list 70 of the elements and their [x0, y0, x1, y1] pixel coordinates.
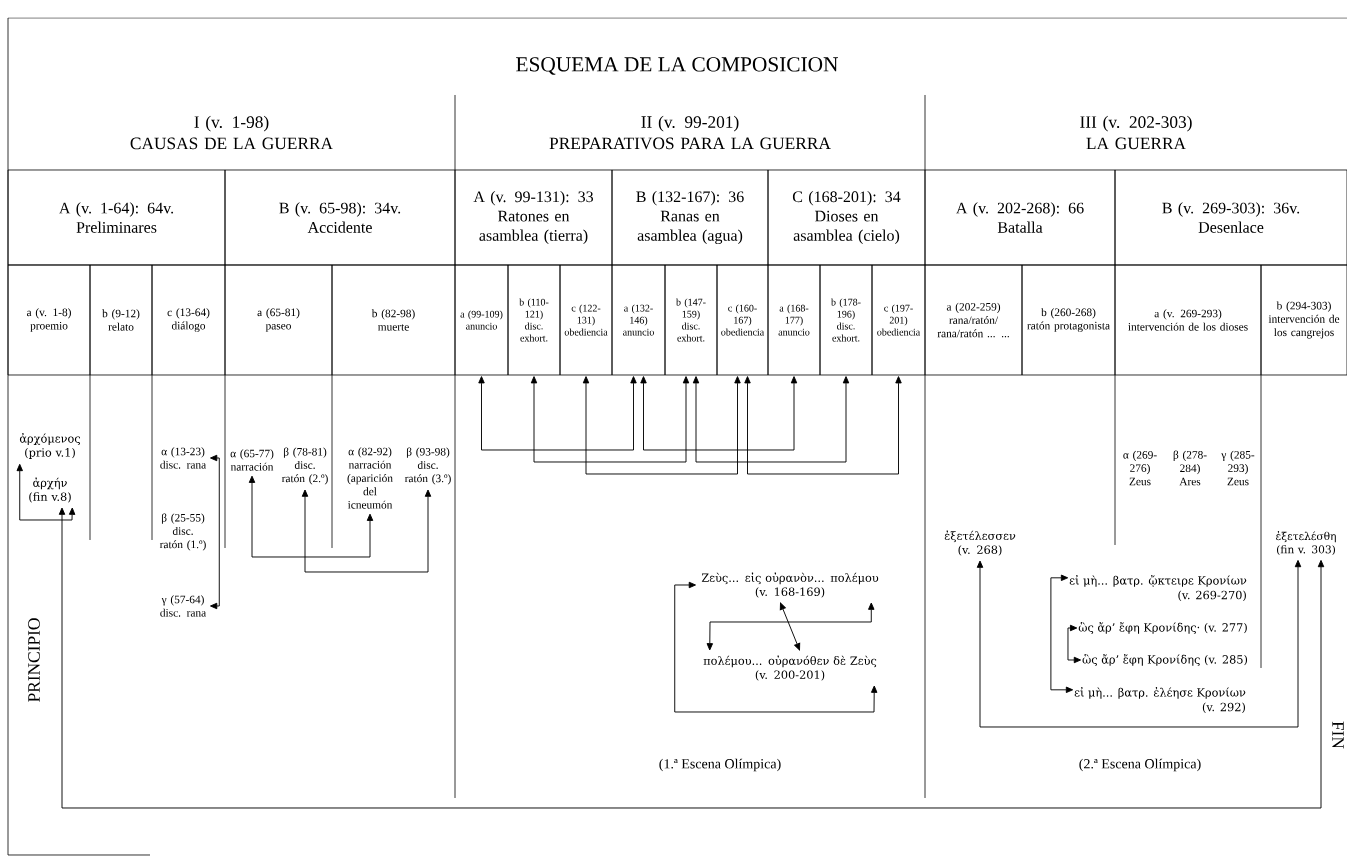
subsection-label: γ (285-293) Zeus [1221, 450, 1255, 486]
title: ESQUEMA DE LA COMPOSICION [516, 57, 838, 75]
greek-quotation: ὣς ἄρ’ ἔφη Κρονίδης· (v. 277) [1078, 622, 1247, 634]
connector-arrow [301, 489, 432, 573]
subsection-label: β (78-81) disc. ratón (2.º) [281, 447, 328, 485]
subsection-label: α (65-77) narración [230, 449, 274, 471]
table-cell: c (197-201) obediencia [871, 264, 926, 376]
table-cell: c (160-167) obediencia [716, 264, 769, 376]
connector-arrow [16, 463, 76, 521]
table-cell: a (168-177) anuncio [767, 264, 821, 376]
table-cell: c (13-64) diálogo [151, 264, 226, 376]
greek-quotation: εἰ μὴ... βατρ. ἐλέησε Κρονίων (v. 292) [1074, 687, 1246, 713]
table-cell: A (v. 202-268): 66 Batalla [924, 169, 1116, 266]
table-cell: B (132-167): 36 Ranas en asamblea (agua) [611, 169, 769, 266]
greek-quotation: ἀρχόμενος (prio v.1) [19, 433, 80, 459]
table-cell: A (v. 99-131): 33 Ratones en asamblea (tierra) [454, 169, 613, 266]
connector-arrow [248, 475, 374, 558]
subsection-label: β (93-98) disc. ratón (3.º) [404, 447, 451, 485]
connector-arrow [478, 376, 637, 451]
table-cell: a (202-259) rana/ratón/ rana/ratón ... ... [924, 264, 1023, 376]
connector-arrow [530, 376, 690, 463]
connector-arrow [1050, 574, 1074, 694]
table-cell: b (147-159) disc. exhort. [664, 264, 718, 376]
scene-caption: (2.ª Escena Olímpica) [1079, 758, 1201, 772]
connector-arrow [582, 376, 741, 475]
table-cell: b (178-196) disc. exhort. [819, 264, 873, 376]
subsection-label: α (269-276) Zeus [1123, 450, 1157, 486]
table-cell: A (v. 1-64): 64v. Preliminares [7, 169, 226, 266]
table-cell: B (v. 65-98): 34v. Accidente [224, 169, 456, 266]
greek-quotation: ἐξετελέσθη (fin v. 303) [1276, 531, 1336, 555]
table-cell: C (168-201): 34 Dioses en asamblea (cielo) [767, 169, 926, 266]
subsection-label: β (278-284) Ares [1173, 450, 1207, 486]
table-cell: a (v. 269-293) intervención de los dioses [1114, 264, 1262, 376]
greek-quotation: ἐξετέλεσσεν (v. 268) [944, 530, 1016, 556]
connector-arrow [706, 602, 875, 651]
table-cell: b (110-121) disc. exhort. [507, 264, 561, 376]
greek-quotation: πολέμου... οὐρανόθεν δὲ Ζεὺς (v. 200-201) [703, 655, 877, 681]
section-heading: II (v. 99-201) PREPARATIVOS PARA LA GUERRA [549, 115, 831, 150]
connector-arrow [58, 507, 1325, 809]
subsection-label: α (13-23) disc. rana [160, 447, 206, 469]
section-heading: III (v. 202-303) LA GUERRA [1080, 115, 1192, 150]
vertical-label: PRINCIPIO [28, 618, 40, 702]
connector-arrow [779, 602, 801, 651]
table-cell: c (122-131) obediencia [559, 264, 613, 376]
table-cell: B (v. 269-303): 36v. Desenlace [1114, 169, 1347, 266]
table-cell: a (99-109) anuncio [454, 264, 509, 376]
vertical-label: FIN [1332, 721, 1344, 749]
greek-quotation: εἰ μὴ... βατρ. ᾤκτειρε Κρονίων (v. 269-270) [1069, 575, 1247, 601]
greek-quotation: ἀρχήν (fin v.8) [29, 477, 71, 503]
connector-arrow [744, 376, 902, 475]
scene-caption: (1.ª Escena Olímpica) [659, 758, 781, 772]
table-cell: b (82-98) muerte [331, 264, 456, 376]
connector-arrow [976, 559, 1302, 728]
connector-arrow [674, 581, 878, 713]
table-cell: a (65-81) paseo [224, 264, 333, 376]
table-cell: a (132-146) anuncio [611, 264, 666, 376]
greek-quotation: Ζεὺς... εἰς οὐρανὸν... πολέμου (v. 168-169) [701, 572, 879, 598]
subsection-label: β (25-55) disc. ratón (1.º) [159, 513, 206, 551]
section-heading: I (v. 1-98) CAUSAS DE LA GUERRA [130, 115, 333, 150]
connector-arrow [1067, 624, 1082, 664]
table-cell: b (260-268) ratón protagonista [1021, 264, 1116, 376]
subsection-label: α (82-92) narración (aparición del icneumón [347, 447, 393, 509]
connector-arrow [210, 454, 220, 610]
subsection-label: γ (57-64) disc. rana [160, 595, 206, 617]
table-cell: b (9-12) relato [89, 264, 153, 376]
connector-arrow [640, 376, 798, 451]
table-cell: b (294-303) intervención de los cangrejos [1260, 264, 1347, 376]
greek-quotation: ὣς ἄρ’ ἔφη Κρονίδης (v. 285) [1082, 654, 1248, 666]
connector-arrow [692, 376, 850, 463]
table-cell: a (v. 1-8) proemio [7, 264, 91, 376]
